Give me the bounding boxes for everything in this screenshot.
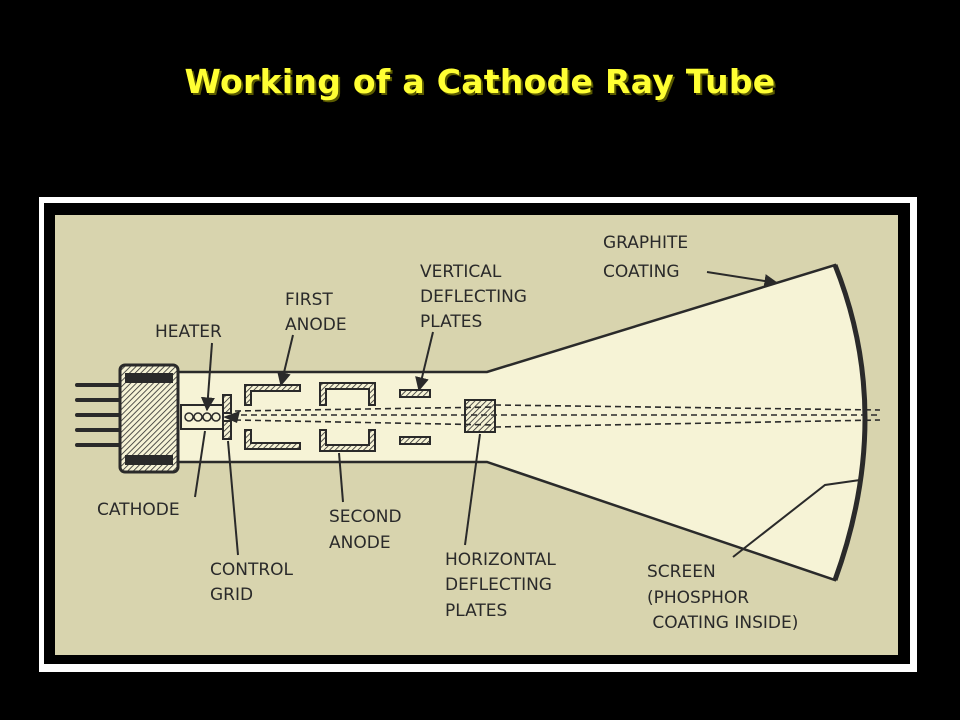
label-vertical-1: VERTICAL [420,262,502,282]
tube-base [118,363,180,474]
label-horizontal-2: DEFLECTING [445,575,552,595]
label-screen-2: (PHOSPHOR [647,588,749,608]
label-screen-1: SCREEN [647,562,716,582]
crt-diagram: HEATER FIRST ANODE VERTICAL DEFLECTING P… [75,233,881,633]
second-anode [319,382,376,452]
label-first-anode-2: ANODE [285,315,347,335]
horizontal-deflecting-plates [464,399,496,433]
label-horizontal-1: HORIZONTAL [445,550,556,570]
screen-curve [832,264,868,581]
label-second-anode-1: SECOND [329,507,402,527]
label-control-grid-1: CONTROL [210,560,294,580]
heater-cathode [180,404,224,430]
label-vertical-2: DEFLECTING [420,287,527,307]
label-screen-3: COATING INSIDE) [647,613,798,633]
label-heater: HEATER [155,322,222,342]
labels: HEATER FIRST ANODE VERTICAL DEFLECTING P… [97,233,798,633]
label-control-grid-2: GRID [210,585,253,605]
label-horizontal-3: PLATES [445,601,507,621]
label-vertical-3: PLATES [420,312,482,332]
label-graphite-1: GRAPHITE [603,233,688,253]
first-anode [244,384,301,450]
label-second-anode-2: ANODE [329,533,391,553]
label-graphite-2: COATING [603,262,680,282]
slide-title: Working of a Cathode Ray Tube [184,62,776,101]
label-first-anode-1: FIRST [285,290,333,310]
vertical-deflecting-plates [399,389,431,445]
control-grid [222,394,232,440]
base-pins [75,383,125,447]
leader-lines [194,271,861,558]
electron-beam [231,404,881,428]
label-cathode: CATHODE [97,500,180,520]
